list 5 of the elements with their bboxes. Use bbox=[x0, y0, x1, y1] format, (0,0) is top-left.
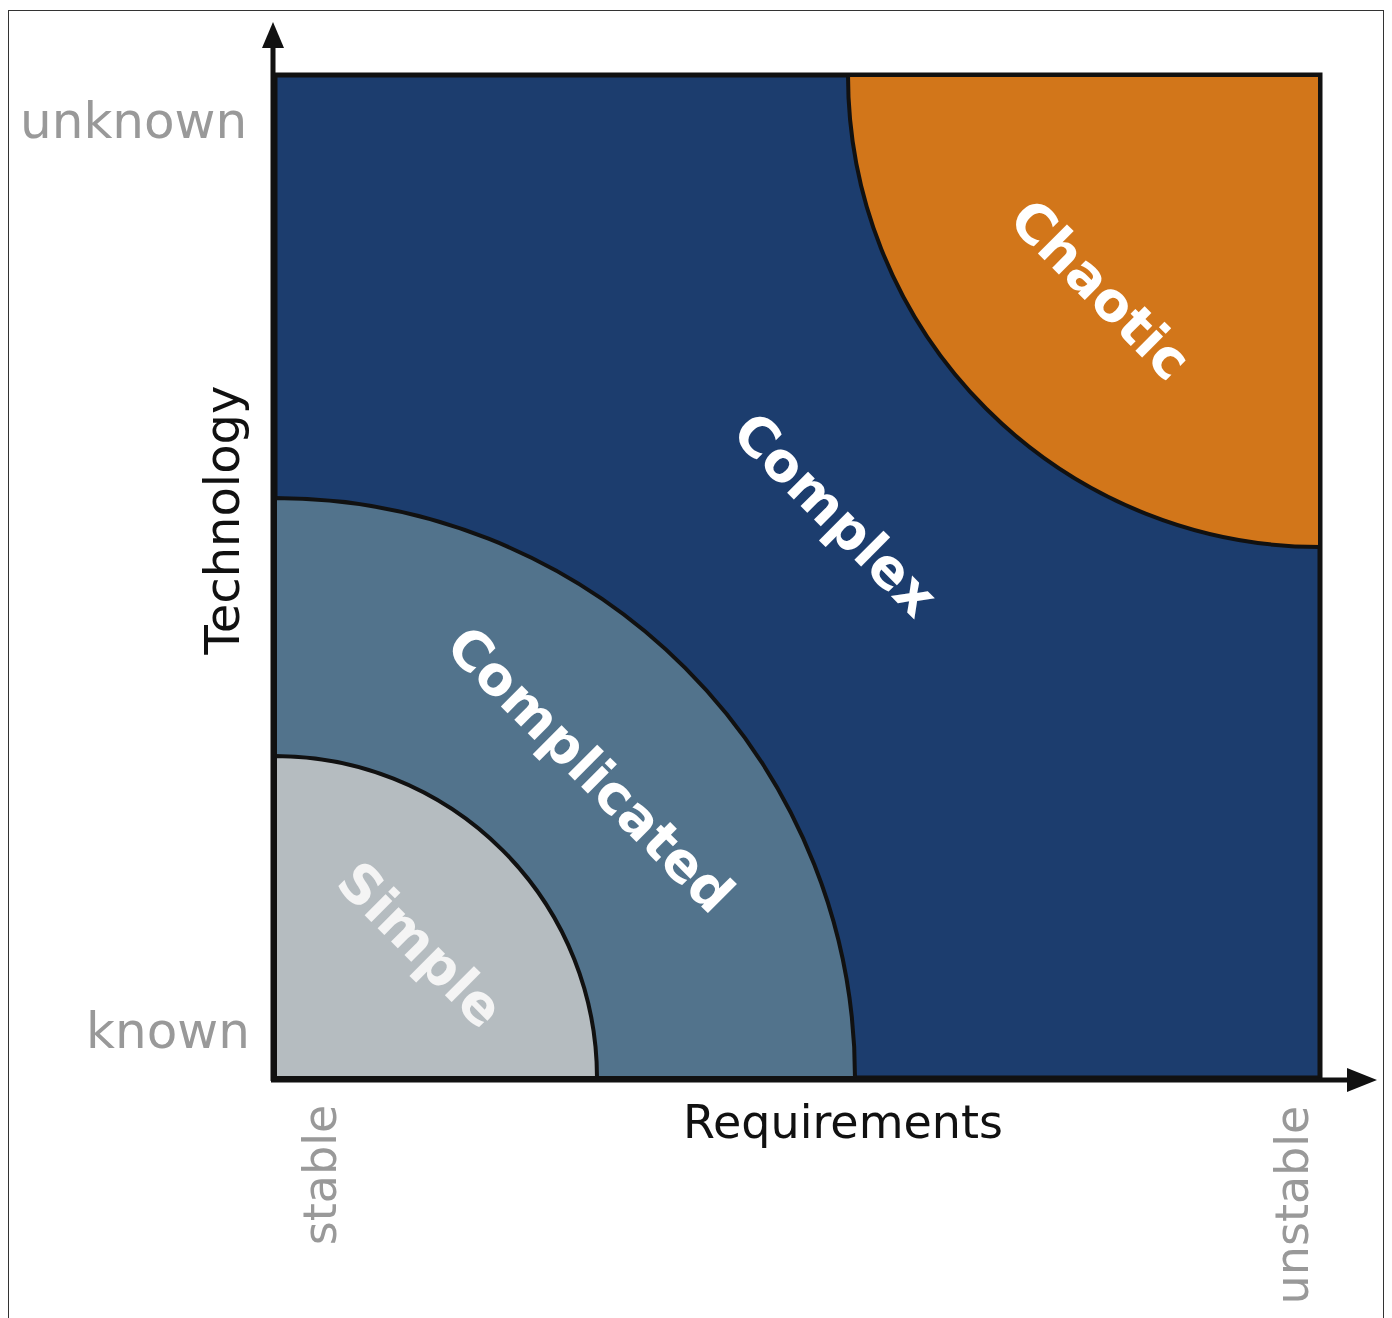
axis-end-label: stable bbox=[297, 1104, 343, 1246]
square-region bbox=[275, 75, 1320, 1078]
axis-end-label: known bbox=[86, 1006, 250, 1056]
axis-end-label: unstable bbox=[1269, 1105, 1315, 1305]
axis-end-label: unknown bbox=[20, 96, 248, 146]
